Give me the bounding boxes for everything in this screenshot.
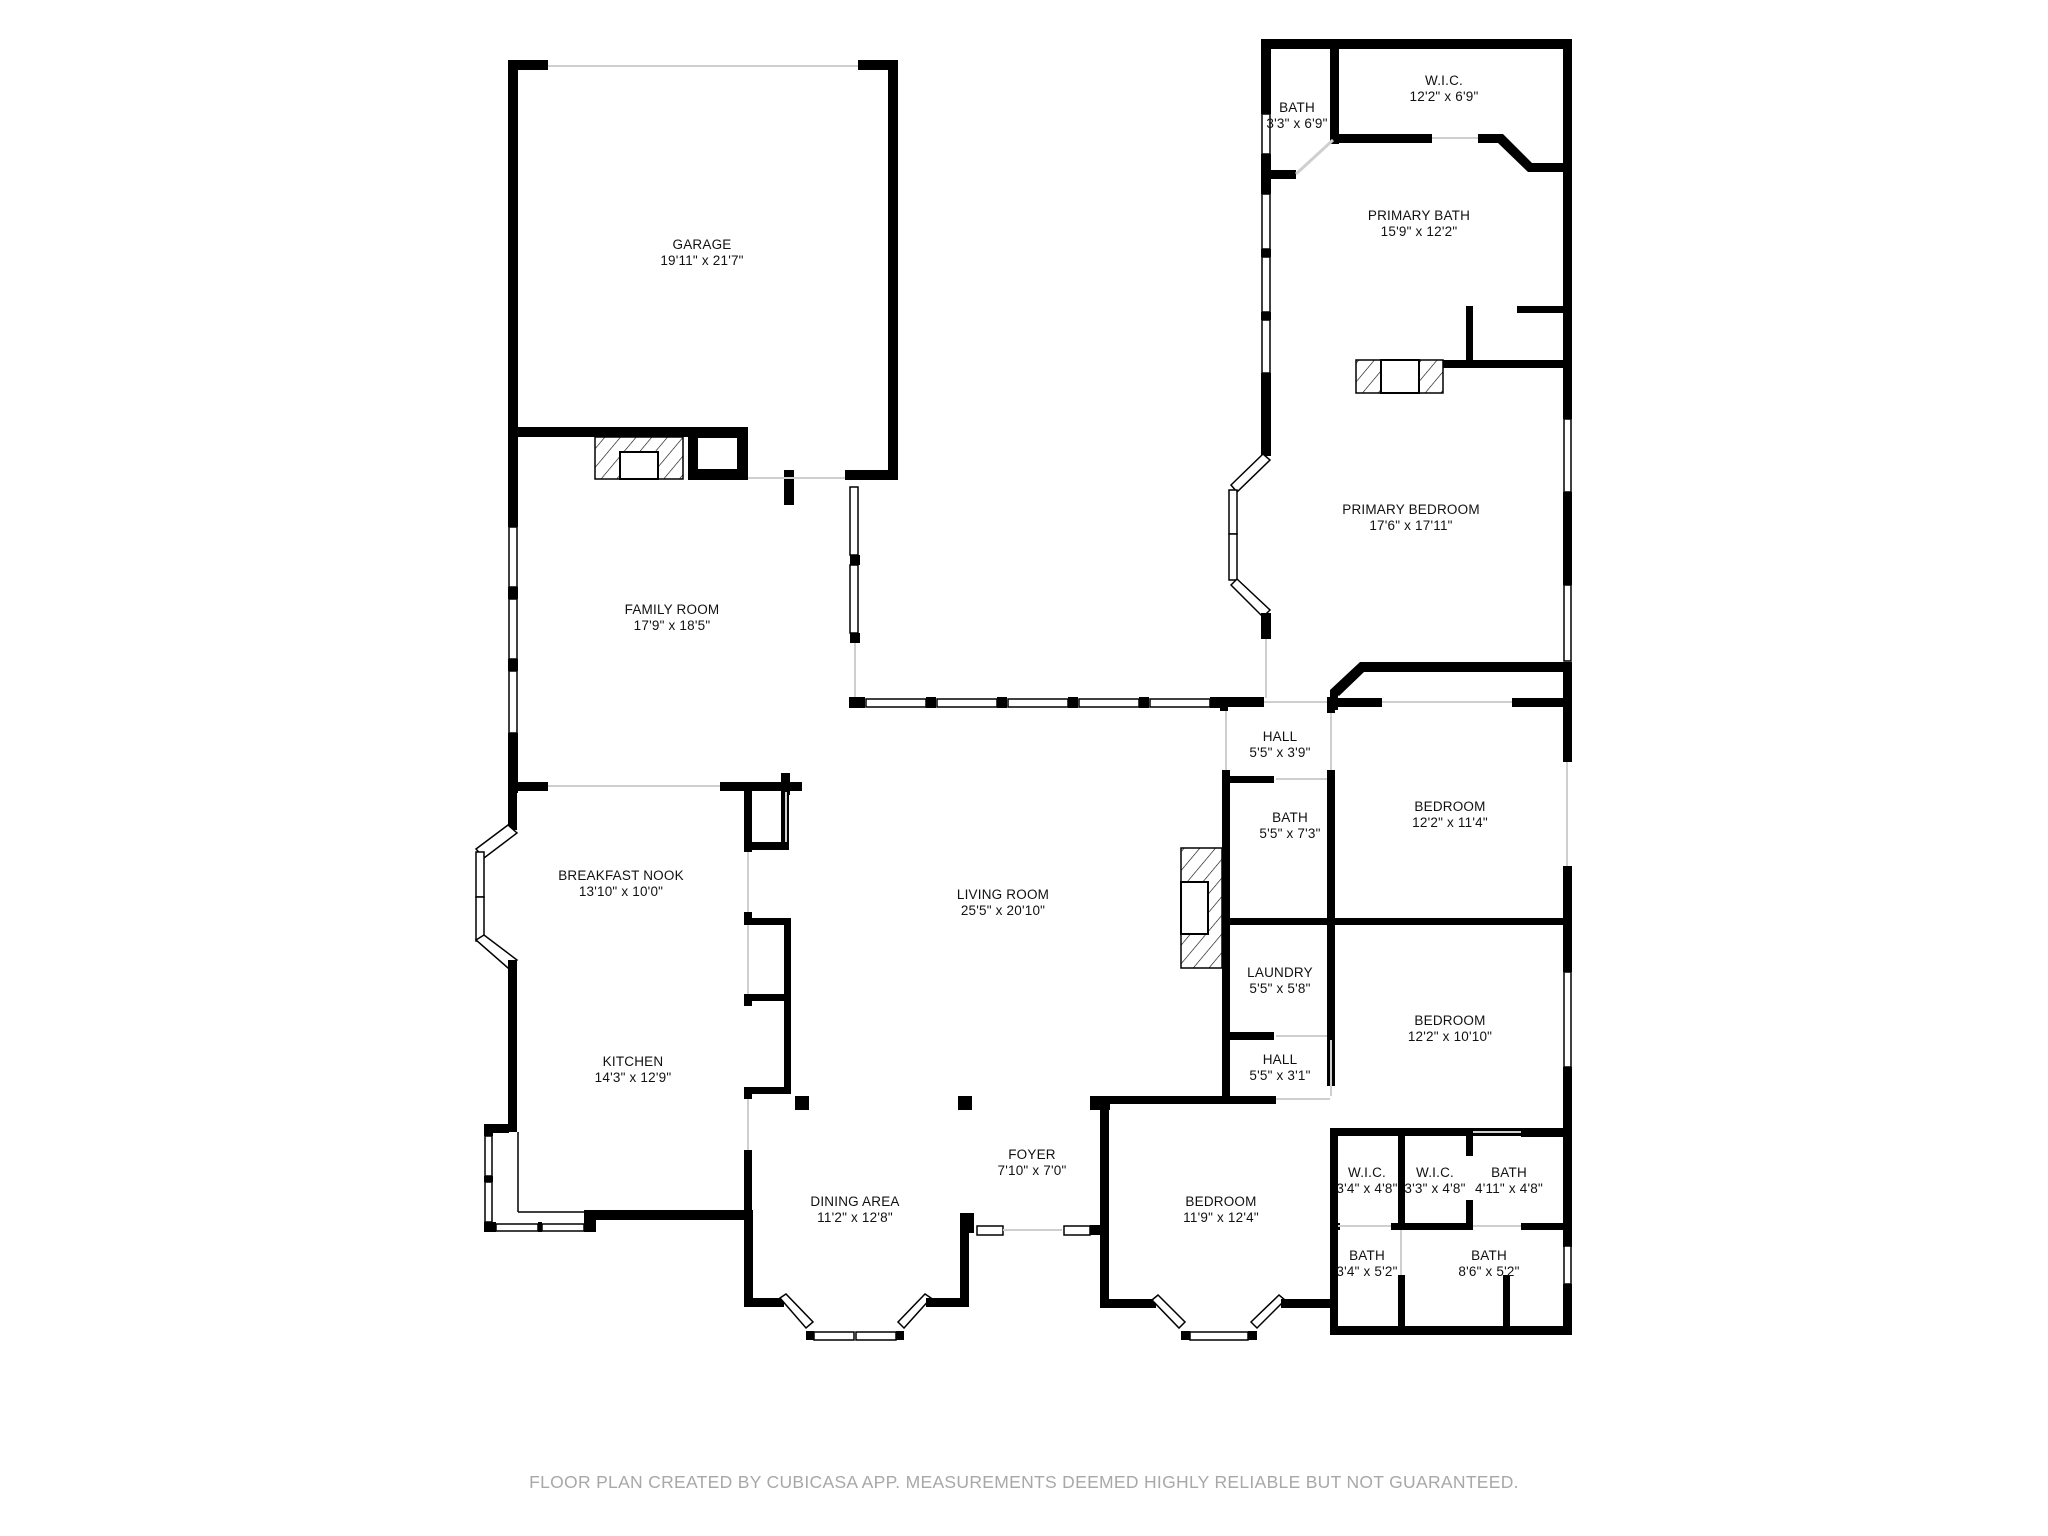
room-label-bedroom-1: BEDROOM 12'2" x 11'4" bbox=[1412, 799, 1488, 831]
room-dimensions: 3'3" x 4'8" bbox=[1404, 1181, 1466, 1196]
room-label-bath-primary-side: BATH 3'3" x 6'9" bbox=[1266, 100, 1327, 132]
room-name: HALL bbox=[1262, 1052, 1298, 1067]
room-label-living-room: LIVING ROOM 25'5" x 20'10" bbox=[957, 887, 1049, 919]
room-dimensions: 5'5" x 7'3" bbox=[1259, 826, 1321, 841]
room-name: FAMILY ROOM bbox=[624, 602, 720, 617]
room-name: GARAGE bbox=[672, 237, 732, 252]
room-label-breakfast-nook: BREAKFAST NOOK 13'10" x 10'0" bbox=[558, 868, 684, 900]
room-dimensions: 15'9" x 12'2" bbox=[1380, 224, 1458, 239]
room-dimensions: 7'10" x 7'0" bbox=[997, 1163, 1067, 1178]
living-room-windows bbox=[849, 697, 1226, 708]
room-name: BREAKFAST NOOK bbox=[558, 868, 684, 883]
primary-suite-walls bbox=[1228, 39, 1572, 698]
room-dimensions: 3'3" x 6'9" bbox=[1266, 116, 1328, 131]
room-dimensions: 19'11" x 21'7" bbox=[660, 253, 744, 268]
room-dimensions: 12'2" x 11'4" bbox=[1412, 815, 1488, 830]
hall-column-walls bbox=[1220, 697, 1567, 1098]
column bbox=[958, 1096, 972, 1110]
bedroom-3-walls bbox=[1090, 1096, 1333, 1341]
dining-walls bbox=[744, 1210, 1104, 1341]
room-label-bedroom-3: BEDROOM 11'9" x 12'4" bbox=[1183, 1194, 1259, 1226]
room-name: BATH bbox=[1349, 1248, 1385, 1263]
room-dimensions: 11'9" x 12'4" bbox=[1183, 1210, 1259, 1225]
bedroom-walls bbox=[1330, 662, 1572, 1335]
room-dimensions: 4'11" x 4'8" bbox=[1475, 1181, 1543, 1196]
column bbox=[795, 1096, 809, 1110]
room-dimensions: 8'6" x 5'2" bbox=[1458, 1264, 1520, 1279]
room-label-dining-area: DINING AREA 11'2" x 12'8" bbox=[810, 1194, 899, 1226]
room-label-wic-2: W.I.C. 3'3" x 4'8" bbox=[1404, 1165, 1465, 1197]
room-name: BATH bbox=[1272, 810, 1308, 825]
room-dimensions: 14'3" x 12'9" bbox=[594, 1070, 672, 1085]
room-name: LIVING ROOM bbox=[956, 887, 1050, 902]
room-dimensions: 17'6" x 17'11" bbox=[1369, 518, 1453, 533]
room-dimensions: 25'5" x 20'10" bbox=[960, 903, 1046, 918]
garage-walls bbox=[508, 60, 898, 505]
room-label-bath-small-1: BATH 4'11" x 4'8" bbox=[1475, 1165, 1543, 1197]
room-label-laundry: LAUNDRY 5'5" x 5'8" bbox=[1247, 965, 1313, 997]
room-label-family-room: FAMILY ROOM 17'9" x 18'5" bbox=[625, 602, 720, 634]
room-dimensions: 5'5" x 5'8" bbox=[1249, 981, 1311, 996]
room-dimensions: 12'2" x 6'9" bbox=[1409, 89, 1479, 104]
room-dimensions: 5'5" x 3'1" bbox=[1249, 1068, 1311, 1083]
room-name: BATH bbox=[1471, 1248, 1507, 1263]
room-label-wic-primary: W.I.C. 12'2" x 6'9" bbox=[1410, 73, 1479, 105]
room-name: W.I.C. bbox=[1425, 73, 1463, 88]
room-label-wic-1: W.I.C. 3'4" x 4'8" bbox=[1336, 1165, 1397, 1197]
room-name: BEDROOM bbox=[1414, 1013, 1486, 1028]
room-label-hall-2: HALL 5'5" x 3'1" bbox=[1249, 1052, 1310, 1084]
room-dimensions: 13'10" x 10'0" bbox=[578, 884, 664, 899]
room-label-primary-bedroom: PRIMARY BEDROOM 17'6" x 17'11" bbox=[1342, 502, 1480, 534]
room-label-hall-1: HALL 5'5" x 3'9" bbox=[1249, 729, 1310, 761]
room-name: W.I.C. bbox=[1348, 1165, 1386, 1180]
room-name: FOYER bbox=[1008, 1147, 1056, 1162]
room-name: W.I.C. bbox=[1416, 1165, 1454, 1180]
room-label-bath-small-3: BATH 8'6" x 5'2" bbox=[1458, 1248, 1519, 1280]
room-name: PRIMARY BATH bbox=[1367, 208, 1471, 223]
room-name: BATH bbox=[1491, 1165, 1527, 1180]
room-name: BEDROOM bbox=[1185, 1194, 1257, 1209]
room-dimensions: 3'4" x 5'2" bbox=[1336, 1264, 1398, 1279]
room-dimensions: 11'2" x 12'8" bbox=[817, 1210, 893, 1225]
room-label-bedroom-2: BEDROOM 12'2" x 10'10" bbox=[1408, 1013, 1492, 1045]
room-name: DINING AREA bbox=[810, 1194, 900, 1209]
room-dimensions: 3'4" x 4'8" bbox=[1336, 1181, 1398, 1196]
room-label-bath-small-2: BATH 3'4" x 5'2" bbox=[1336, 1248, 1397, 1280]
room-label-garage: GARAGE 19'11" x 21'7" bbox=[660, 237, 743, 269]
room-name: HALL bbox=[1262, 729, 1298, 744]
room-label-kitchen: KITCHEN 14'3" x 12'9" bbox=[595, 1054, 672, 1086]
room-dimensions: 5'5" x 3'9" bbox=[1249, 745, 1311, 760]
room-name: BEDROOM bbox=[1414, 799, 1486, 814]
room-label-primary-bath: PRIMARY BATH 15'9" x 12'2" bbox=[1368, 208, 1470, 240]
room-name: KITCHEN bbox=[602, 1054, 664, 1069]
room-name: BATH bbox=[1279, 100, 1315, 115]
family-room-walls bbox=[508, 437, 860, 795]
room-label-foyer: FOYER 7'10" x 7'0" bbox=[998, 1147, 1067, 1179]
room-name: PRIMARY BEDROOM bbox=[1342, 502, 1480, 517]
room-label-bath-hall: BATH 5'5" x 7'3" bbox=[1259, 810, 1320, 842]
room-dimensions: 12'2" x 10'10" bbox=[1407, 1029, 1493, 1044]
kitchen-walls bbox=[474, 782, 791, 1232]
disclaimer-text: FLOOR PLAN CREATED BY CUBICASA APP. MEAS… bbox=[529, 1472, 1519, 1492]
room-name: LAUNDRY bbox=[1247, 965, 1313, 980]
room-dimensions: 17'9" x 18'5" bbox=[633, 618, 711, 633]
